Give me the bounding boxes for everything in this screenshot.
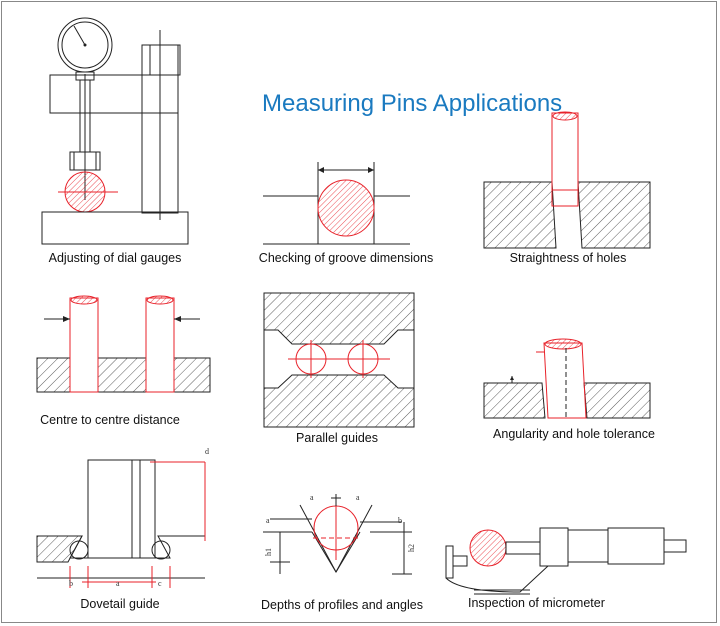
- depth-h2-label: h2: [407, 544, 416, 552]
- dovetail-a-label: a: [116, 579, 120, 588]
- caption-groove: Checking of groove dimensions: [258, 251, 434, 265]
- page-title: Measuring Pins Applications: [262, 90, 563, 117]
- caption-dial-gauges: Adjusting of dial gauges: [48, 251, 182, 265]
- angle-a-left-label: a: [310, 493, 314, 502]
- parallel-diagram: [263, 292, 415, 428]
- angularity-diagram: [483, 338, 651, 419]
- straightness-diagram: [483, 111, 651, 249]
- caption-depths: Depths of profiles and angles: [261, 598, 423, 612]
- caption-micrometer: Inspection of micrometer: [468, 596, 605, 610]
- caption-parallel: Parallel guides: [296, 431, 378, 445]
- groove-diagram: [263, 162, 410, 245]
- dial-gauge-diagram: [41, 17, 189, 245]
- dovetail-diagram: [36, 459, 206, 588]
- micrometer-diagram: [445, 527, 687, 595]
- depth-h1-label: h1: [264, 548, 273, 556]
- depth-b-label: b: [398, 516, 402, 525]
- caption-centre: Centre to centre distance: [40, 413, 180, 427]
- centre-diagram: [36, 295, 211, 393]
- angle-a-right-label: a: [356, 493, 360, 502]
- dovetail-d-label: d: [205, 447, 209, 456]
- groove-pin: [317, 179, 375, 237]
- depths-diagram: [263, 494, 412, 575]
- caption-straightness: Straightness of holes: [509, 251, 627, 265]
- caption-angularity: Angularity and hole tolerance: [493, 427, 655, 441]
- dovetail-b-label: b: [69, 579, 73, 588]
- caption-dovetail: Dovetail guide: [80, 597, 160, 611]
- dovetail-c-label: c: [158, 579, 162, 588]
- depth-a-label: a: [266, 516, 270, 525]
